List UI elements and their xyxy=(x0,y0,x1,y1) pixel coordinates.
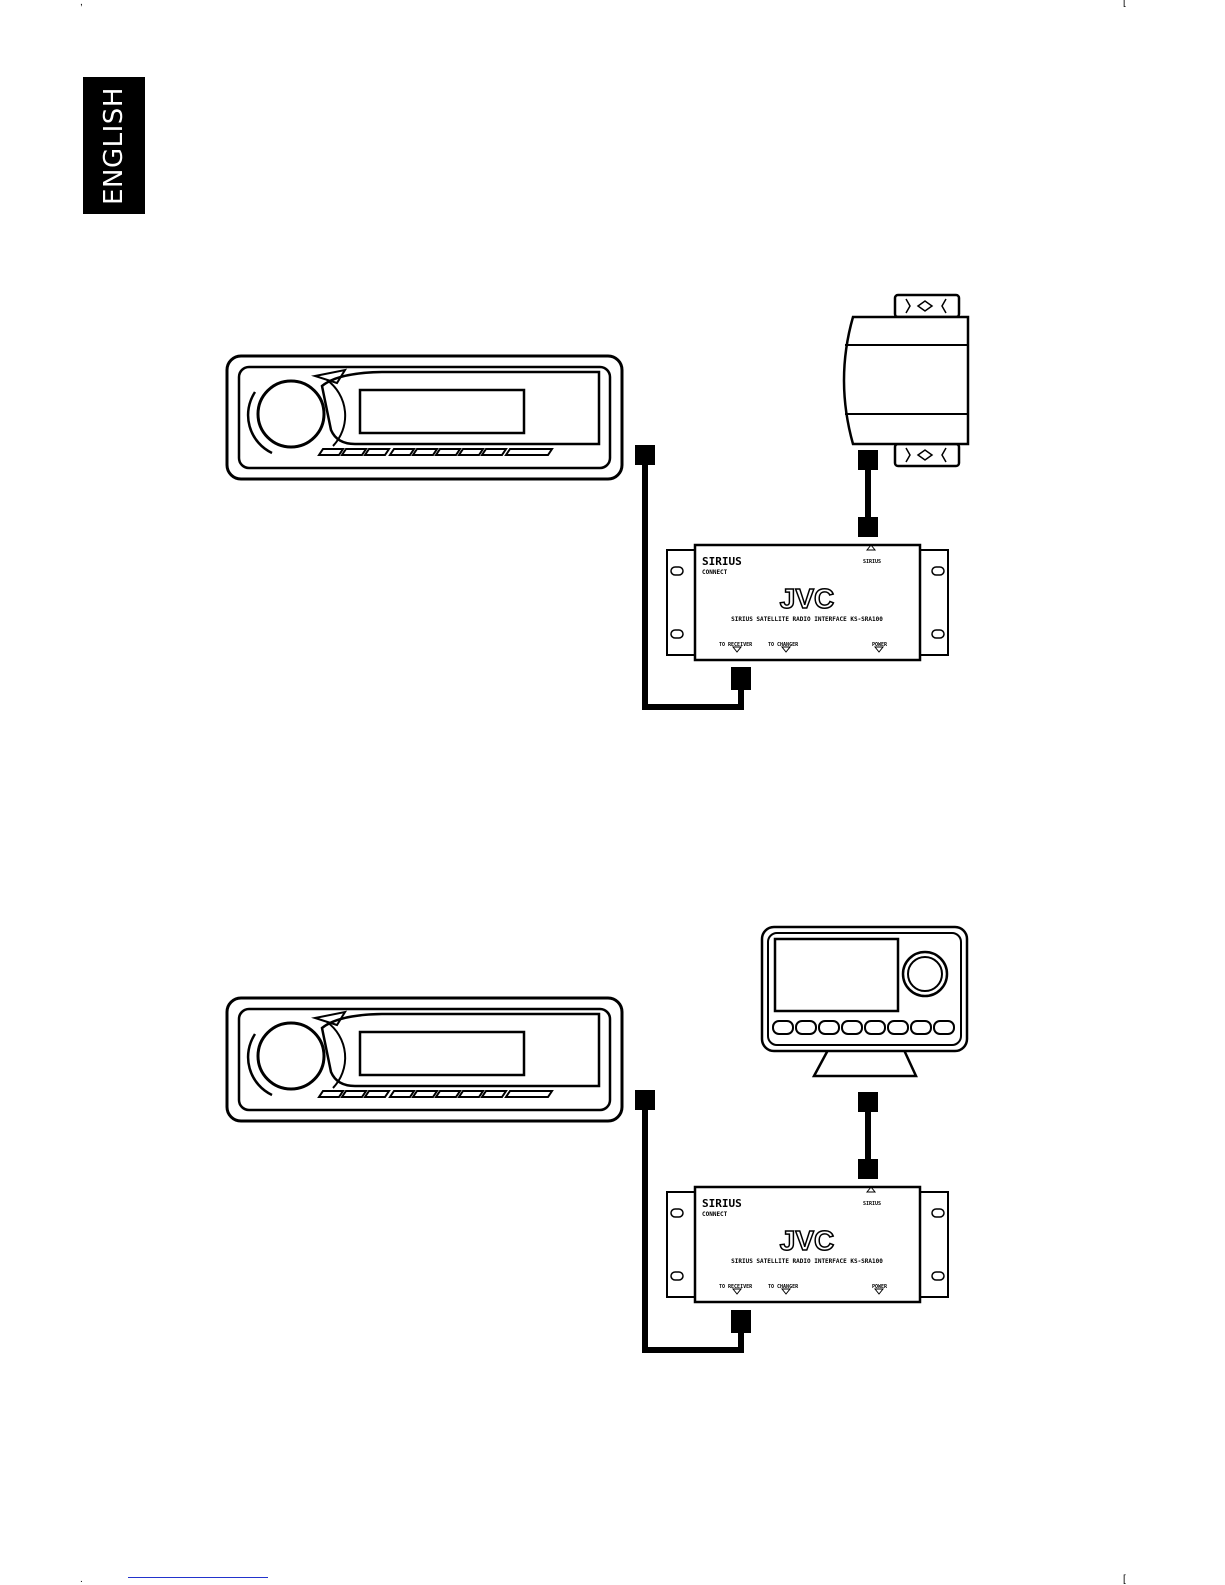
sirius-tuner-module xyxy=(844,295,968,466)
jvc-logo: JVC xyxy=(780,1225,834,1256)
model-text: SIRIUS SATELLITE RADIO INTERFACE KS-SRA1… xyxy=(731,1258,883,1265)
sirius-logo: SIRIUS xyxy=(702,1197,742,1210)
port-changer-label: TO CHANGER xyxy=(768,1284,799,1290)
sirius-connect-text: CONNECT xyxy=(702,1211,728,1218)
port-receiver-label: TO RECEIVER xyxy=(719,1284,753,1290)
crop-mark: . xyxy=(80,1574,83,1585)
jvc-logo: JVC xyxy=(780,583,834,614)
model-text: SIRIUS SATELLITE RADIO INTERFACE KS-SRA1… xyxy=(731,616,883,623)
crop-mark: [ xyxy=(1123,1574,1126,1585)
port-sirius-label: SIRIUS xyxy=(863,1201,881,1207)
interface-box-top: SIRIUS CONNECT SIRIUS JVC SIRIUS SATELLI… xyxy=(667,545,948,660)
car-receiver xyxy=(227,998,622,1121)
top-diagram: SIRIUS CONNECT SIRIUS JVC SIRIUS SATELLI… xyxy=(227,295,968,707)
port-sirius-label: SIRIUS xyxy=(863,559,881,565)
sirius-radio-dock xyxy=(762,927,967,1076)
port-changer-label: TO CHANGER xyxy=(768,642,799,648)
port-receiver-label: TO RECEIVER xyxy=(719,642,753,648)
sirius-connect-text: CONNECT xyxy=(702,569,728,576)
port-power-label: POWER xyxy=(872,1284,888,1290)
cable-tuner-top xyxy=(858,450,878,537)
footer-link-underline xyxy=(128,1577,268,1578)
interface-box-bottom: SIRIUS CONNECT SIRIUS JVC SIRIUS SATELLI… xyxy=(667,1187,948,1302)
sirius-logo: SIRIUS xyxy=(702,555,742,568)
car-receiver xyxy=(227,356,622,479)
port-power-label: POWER xyxy=(872,642,888,648)
cable-radio-bottom xyxy=(858,1092,878,1179)
bottom-diagram: SIRIUS CONNECT SIRIUS JVC SIRIUS SATELLI… xyxy=(227,927,967,1350)
